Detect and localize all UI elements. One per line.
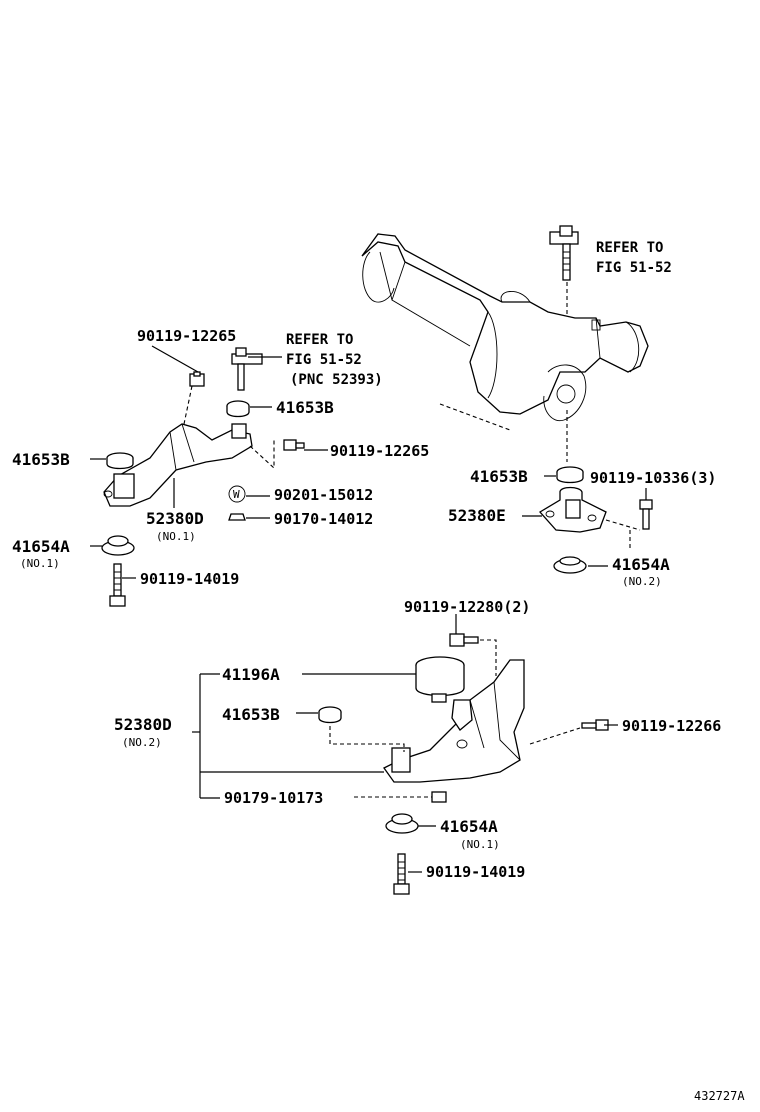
refer-fig-top: FIG 51-52 [596, 260, 672, 276]
part-52380d-a: 52380D [146, 509, 204, 528]
cushion-41654a-left [101, 535, 135, 556]
refer-to-left: REFER TO [286, 332, 353, 348]
refer-bolt-top [549, 225, 579, 281]
bolt-90119-10336 [639, 499, 653, 530]
part-41653b-b: 41653B [12, 450, 70, 469]
part-52380e: 52380E [448, 506, 506, 525]
refer-bolt-left [231, 347, 263, 391]
part-41654a-b-sub: (NO.2) [622, 575, 662, 588]
washer-w-icon [228, 485, 246, 503]
part-90119-12266: 90119-12266 [622, 717, 721, 735]
cushion-41653b-d [318, 706, 342, 724]
part-90201-15012: 90201-15012 [274, 486, 373, 504]
cushion-41654a-lower [385, 813, 419, 834]
leader-12280 [480, 639, 497, 676]
nut-90170-icon [228, 513, 246, 521]
refer-pnc-left: (PNC 52393) [290, 372, 383, 388]
cushion-41653b-b [106, 452, 134, 470]
part-52380d-b: 52380D [114, 715, 172, 734]
part-90119-12265-a: 90119-12265 [137, 327, 236, 345]
part-52380d-a-sub: (NO.1) [156, 530, 196, 543]
bolt-90119-12280 [449, 633, 479, 647]
bolt-90119-12265-a [189, 371, 205, 387]
refer-to-top: REFER TO [596, 240, 663, 256]
part-90179-10173: 90179-10173 [224, 789, 323, 807]
leader-12265-a [183, 385, 193, 425]
part-41654a-a-sub: (NO.1) [20, 557, 60, 570]
part-90119-12265-b: 90119-12265 [330, 442, 429, 460]
part-90119-14019-b: 90119-14019 [426, 863, 525, 881]
part-41653b-c: 41653B [470, 467, 528, 486]
part-41196a: 41196A [222, 665, 280, 684]
part-41653b-a: 41653B [276, 398, 334, 417]
figure-id: 432727A [694, 1089, 745, 1103]
part-41654a-c-sub: (NO.1) [460, 838, 500, 851]
cushion-41654a-right [553, 556, 587, 574]
bracket-52380d-no1 [103, 423, 253, 507]
part-52380d-b-sub: (NO.2) [122, 736, 162, 749]
bumper-41196a [415, 656, 465, 703]
part-41654a-c: 41654A [440, 817, 498, 836]
refer-fig-left: FIG 51-52 [286, 352, 362, 368]
differential-housing [361, 233, 649, 422]
part-90170-14012: 90170-14012 [274, 510, 373, 528]
text-labels: REFER TO FIG 51-52 90119-12265 REFER TO … [12, 240, 745, 1103]
part-90119-14019-a: 90119-14019 [140, 570, 239, 588]
part-41654a-b: 41654A [612, 555, 670, 574]
bolt-90119-12265-b [283, 439, 305, 451]
mount-52380e [538, 466, 607, 533]
part-41654a-a: 41654A [12, 537, 70, 556]
bolt-90119-14019-b [393, 853, 410, 895]
leader-lines [90, 345, 647, 873]
washer-symbol: W [233, 488, 240, 501]
leader-12266 [529, 727, 581, 745]
leader-52380e-bolt [605, 519, 641, 531]
cushion-41653b-a [226, 400, 250, 418]
leader-41653b-d [329, 726, 405, 752]
nut-90179-10173-icon [431, 791, 447, 803]
bolt-90119-14019-a [109, 563, 126, 607]
part-90119-10336: 90119-10336(3) [590, 469, 716, 487]
part-41653b-d: 41653B [222, 705, 280, 724]
bracket-52380d-no2 [383, 659, 525, 783]
leader-diff-left [439, 403, 511, 431]
part-90119-12280: 90119-12280(2) [404, 598, 530, 616]
leader-right-bolt [249, 440, 275, 470]
